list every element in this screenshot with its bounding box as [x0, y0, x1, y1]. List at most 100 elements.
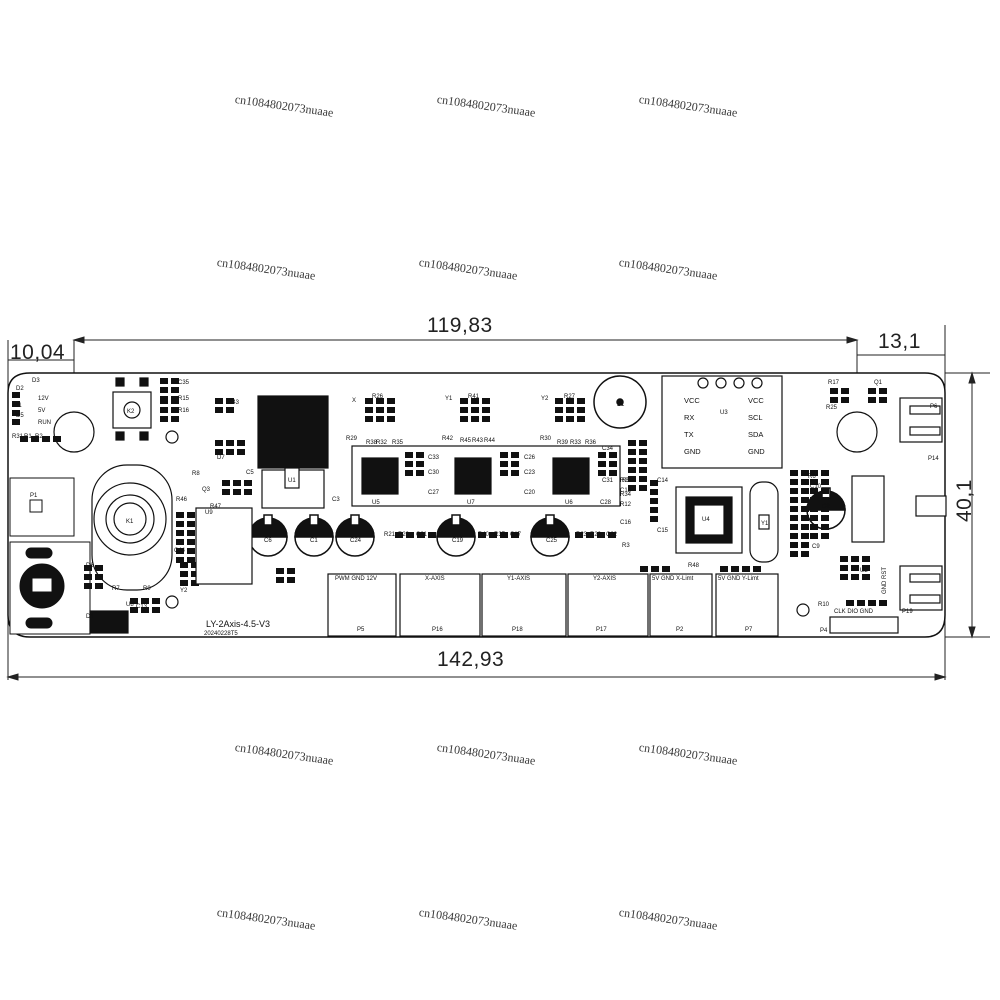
smd-pad: [810, 533, 818, 539]
smd-pad: [511, 452, 519, 458]
smd-pad: [801, 542, 809, 548]
module-pin-l3: TX: [684, 430, 694, 439]
smd-pad: [406, 532, 414, 538]
refdes-r3: R3: [622, 543, 630, 549]
smd-pad: [609, 470, 617, 476]
refdes-r21: R21: [384, 532, 396, 538]
axis-mark-y1: Y1: [445, 396, 453, 402]
refdes-u5: U5: [372, 500, 380, 506]
smd-pad: [141, 607, 149, 613]
refdes-q1: Q1: [874, 380, 883, 386]
refdes-c21: C21: [416, 532, 428, 538]
refdes-c27: C27: [428, 490, 440, 496]
p7-header-label: 5V GND Y-Limt: [718, 576, 759, 582]
refdes-c35: C35: [178, 380, 190, 386]
smd-pad: [650, 507, 658, 513]
smd-pad: [851, 556, 859, 562]
smd-pad: [84, 565, 92, 571]
refdes-p16: P16: [432, 627, 443, 633]
smd-pad: [395, 532, 403, 538]
smd-pad: [810, 479, 818, 485]
smd-pad: [566, 407, 574, 413]
smd-pad: [577, 398, 585, 404]
smd-pad: [405, 470, 413, 476]
smd-pad: [598, 461, 606, 467]
header-p4: [829, 616, 899, 634]
refdes-u7: U7: [467, 500, 475, 506]
smd-pad: [821, 515, 829, 521]
p5-header-label: PWM GND 12V: [335, 576, 378, 582]
smd-pad: [365, 398, 373, 404]
smd-pad: [801, 524, 809, 530]
smd-pad: [489, 532, 497, 538]
smd-pad: [628, 458, 636, 464]
refdes-u8: U8: [126, 602, 134, 608]
refdes-r6: R6: [808, 474, 816, 480]
refdes-d5: D5: [16, 413, 24, 419]
refdes-u9: U9: [205, 510, 213, 516]
led-label-run: RUN: [38, 420, 51, 426]
refdes-r48: R48: [688, 563, 700, 569]
led-label-5v: 5V: [38, 408, 46, 414]
smd-pad: [840, 574, 848, 580]
smd-pad: [365, 407, 373, 413]
refdes-d1: D1: [14, 403, 22, 409]
smd-pad: [180, 562, 188, 568]
refdes-y2: Y2: [180, 588, 188, 594]
smd-pad: [176, 557, 184, 563]
dimension-main-length: 119,83: [427, 314, 493, 337]
smd-pad: [376, 398, 384, 404]
connector-p2: [649, 573, 713, 637]
smd-pad: [482, 407, 490, 413]
refdes-r27: R27: [564, 394, 576, 400]
smd-pad: [577, 416, 585, 422]
refdes-c10: C10: [810, 484, 822, 490]
smd-pad: [555, 398, 563, 404]
refdes-c43: C43: [228, 400, 240, 406]
smd-pad: [598, 452, 606, 458]
refdes-c20: C20: [524, 490, 536, 496]
refdes-c3: C3: [332, 497, 340, 503]
smd-pad: [862, 574, 870, 580]
refdes-r42: R42: [442, 436, 454, 442]
capacitor-notch: [309, 514, 319, 526]
refdes-r37: R37: [494, 532, 506, 538]
smd-pad: [160, 398, 168, 404]
refdes-r15: R15: [178, 396, 190, 402]
smd-pad: [609, 452, 617, 458]
capacitor-notch: [350, 514, 360, 526]
smd-pad: [160, 407, 168, 413]
capacitor-notch: [451, 514, 461, 526]
smd-pad: [801, 533, 809, 539]
smd-pad: [152, 607, 160, 613]
refdes-d2: D2: [16, 386, 24, 392]
smd-pad: [226, 407, 234, 413]
smd-pad: [862, 556, 870, 562]
refdes-c15: C15: [657, 528, 669, 534]
smd-pad: [171, 378, 179, 384]
smd-pad: [160, 416, 168, 422]
smd-pad: [176, 548, 184, 554]
smd-pad: [640, 566, 648, 572]
smd-pad: [405, 452, 413, 458]
smd-pad: [840, 565, 848, 571]
smd-pad: [639, 458, 647, 464]
smd-pad: [628, 467, 636, 473]
driver-u5: [361, 457, 399, 495]
refdes-c25: C25: [546, 538, 558, 544]
smd-pad: [586, 532, 594, 538]
refdes-c8: C8: [822, 504, 830, 510]
smd-pad: [187, 557, 195, 563]
smd-pad: [171, 416, 179, 422]
smd-pad: [191, 580, 199, 586]
refdes-r43: R43: [472, 438, 484, 444]
smd-pad: [628, 476, 636, 482]
refdes-r26: R26: [372, 394, 384, 400]
smd-pad: [500, 532, 508, 538]
refdes-c14: C14: [657, 478, 669, 484]
smd-pad: [387, 398, 395, 404]
smd-pad: [650, 489, 658, 495]
connector-p17: [567, 573, 649, 637]
smd-pad: [868, 397, 876, 403]
smd-pad: [237, 440, 245, 446]
